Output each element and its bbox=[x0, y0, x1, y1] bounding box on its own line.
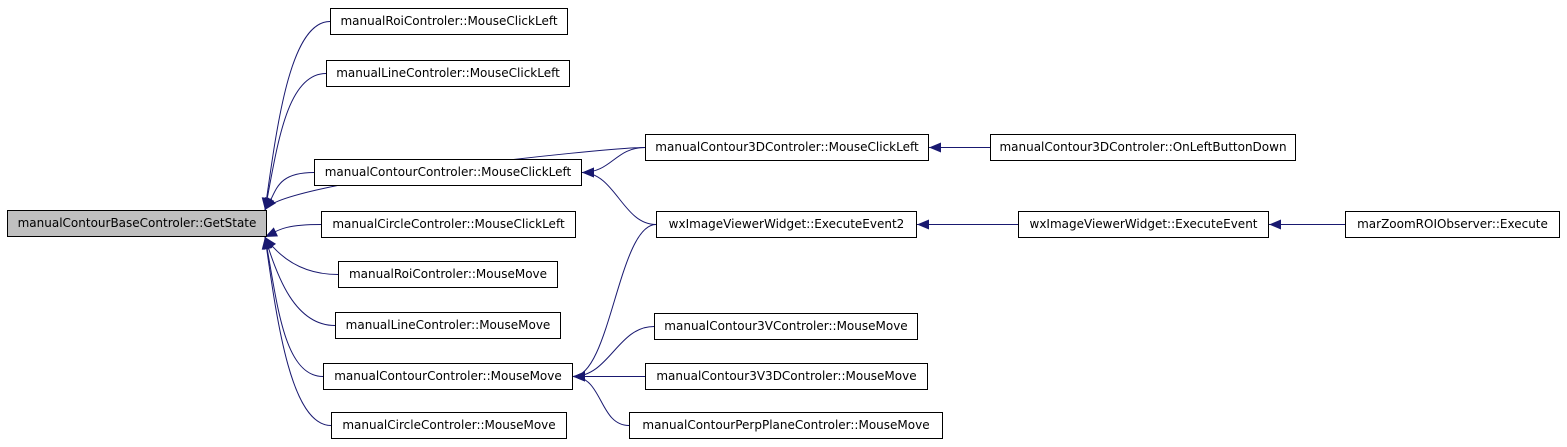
node-contour3v-mousemove[interactable]: manualContour3VControler::MouseMove bbox=[654, 313, 918, 340]
node-contour3d-onleftbuttondown[interactable]: manualContour3DControler::OnLeftButtonDo… bbox=[990, 134, 1296, 161]
node-contour3d-mouseclickleft[interactable]: manualContour3DControler::MouseClickLeft bbox=[645, 134, 929, 161]
node-circle-mousemove[interactable]: manualCircleControler::MouseMove bbox=[331, 412, 567, 439]
edge-arrowhead bbox=[917, 219, 929, 230]
node-zoomroiobserver-execute[interactable]: marZoomROIObserver::Execute bbox=[1345, 211, 1560, 238]
edge-line_click-to-root bbox=[264, 73, 327, 211]
edge-exec2-to-contour_click bbox=[581, 172, 657, 225]
node-executeevent2[interactable]: wxImageViewerWidget::ExecuteEvent2 bbox=[656, 211, 917, 238]
node-contour-mousemove[interactable]: manualContourControler::MouseMove bbox=[323, 363, 573, 390]
edge-arrowhead bbox=[265, 197, 275, 210]
edge-c3v_move-to-contour_move bbox=[572, 326, 655, 377]
node-roi-mouseclickleft[interactable]: manualRoiControler::MouseClickLeft bbox=[330, 8, 568, 35]
edge-arrowhead bbox=[261, 237, 272, 250]
edge-arrowhead bbox=[573, 371, 585, 382]
edge-arrowhead bbox=[929, 142, 941, 153]
node-contour-mouseclickleft[interactable]: manualContourControler::MouseClickLeft bbox=[314, 159, 582, 186]
edge-perp_move-to-contour_move bbox=[572, 376, 630, 426]
edge-line_move-to-root bbox=[264, 236, 336, 326]
node-perpplane-mousemove[interactable]: manualContourPerpPlaneControler::MouseMo… bbox=[629, 412, 943, 439]
edge-arrowhead bbox=[1269, 219, 1281, 230]
node-contour3v3d-mousemove[interactable]: manualContour3V3DControler::MouseMove bbox=[645, 363, 928, 390]
node-root-getstate: manualContourBaseControler::GetState bbox=[7, 210, 267, 237]
node-executeevent[interactable]: wxImageViewerWidget::ExecuteEvent bbox=[1018, 211, 1269, 238]
node-line-mousemove[interactable]: manualLineControler::MouseMove bbox=[335, 312, 561, 339]
edge-exec2-to-contour_move bbox=[572, 224, 657, 377]
edge-circle_move-to-root bbox=[264, 236, 332, 426]
edge-arrowhead bbox=[265, 227, 278, 237]
edge-roi_click-to-root bbox=[264, 21, 331, 211]
node-line-mouseclickleft[interactable]: manualLineControler::MouseClickLeft bbox=[326, 60, 570, 87]
edge-arrowhead bbox=[582, 167, 594, 178]
edge-contour_move-to-root bbox=[264, 236, 324, 377]
node-roi-mousemove[interactable]: manualRoiControler::MouseMove bbox=[338, 261, 558, 288]
node-circle-mouseclickleft[interactable]: manualCircleControler::MouseClickLeft bbox=[321, 211, 576, 238]
